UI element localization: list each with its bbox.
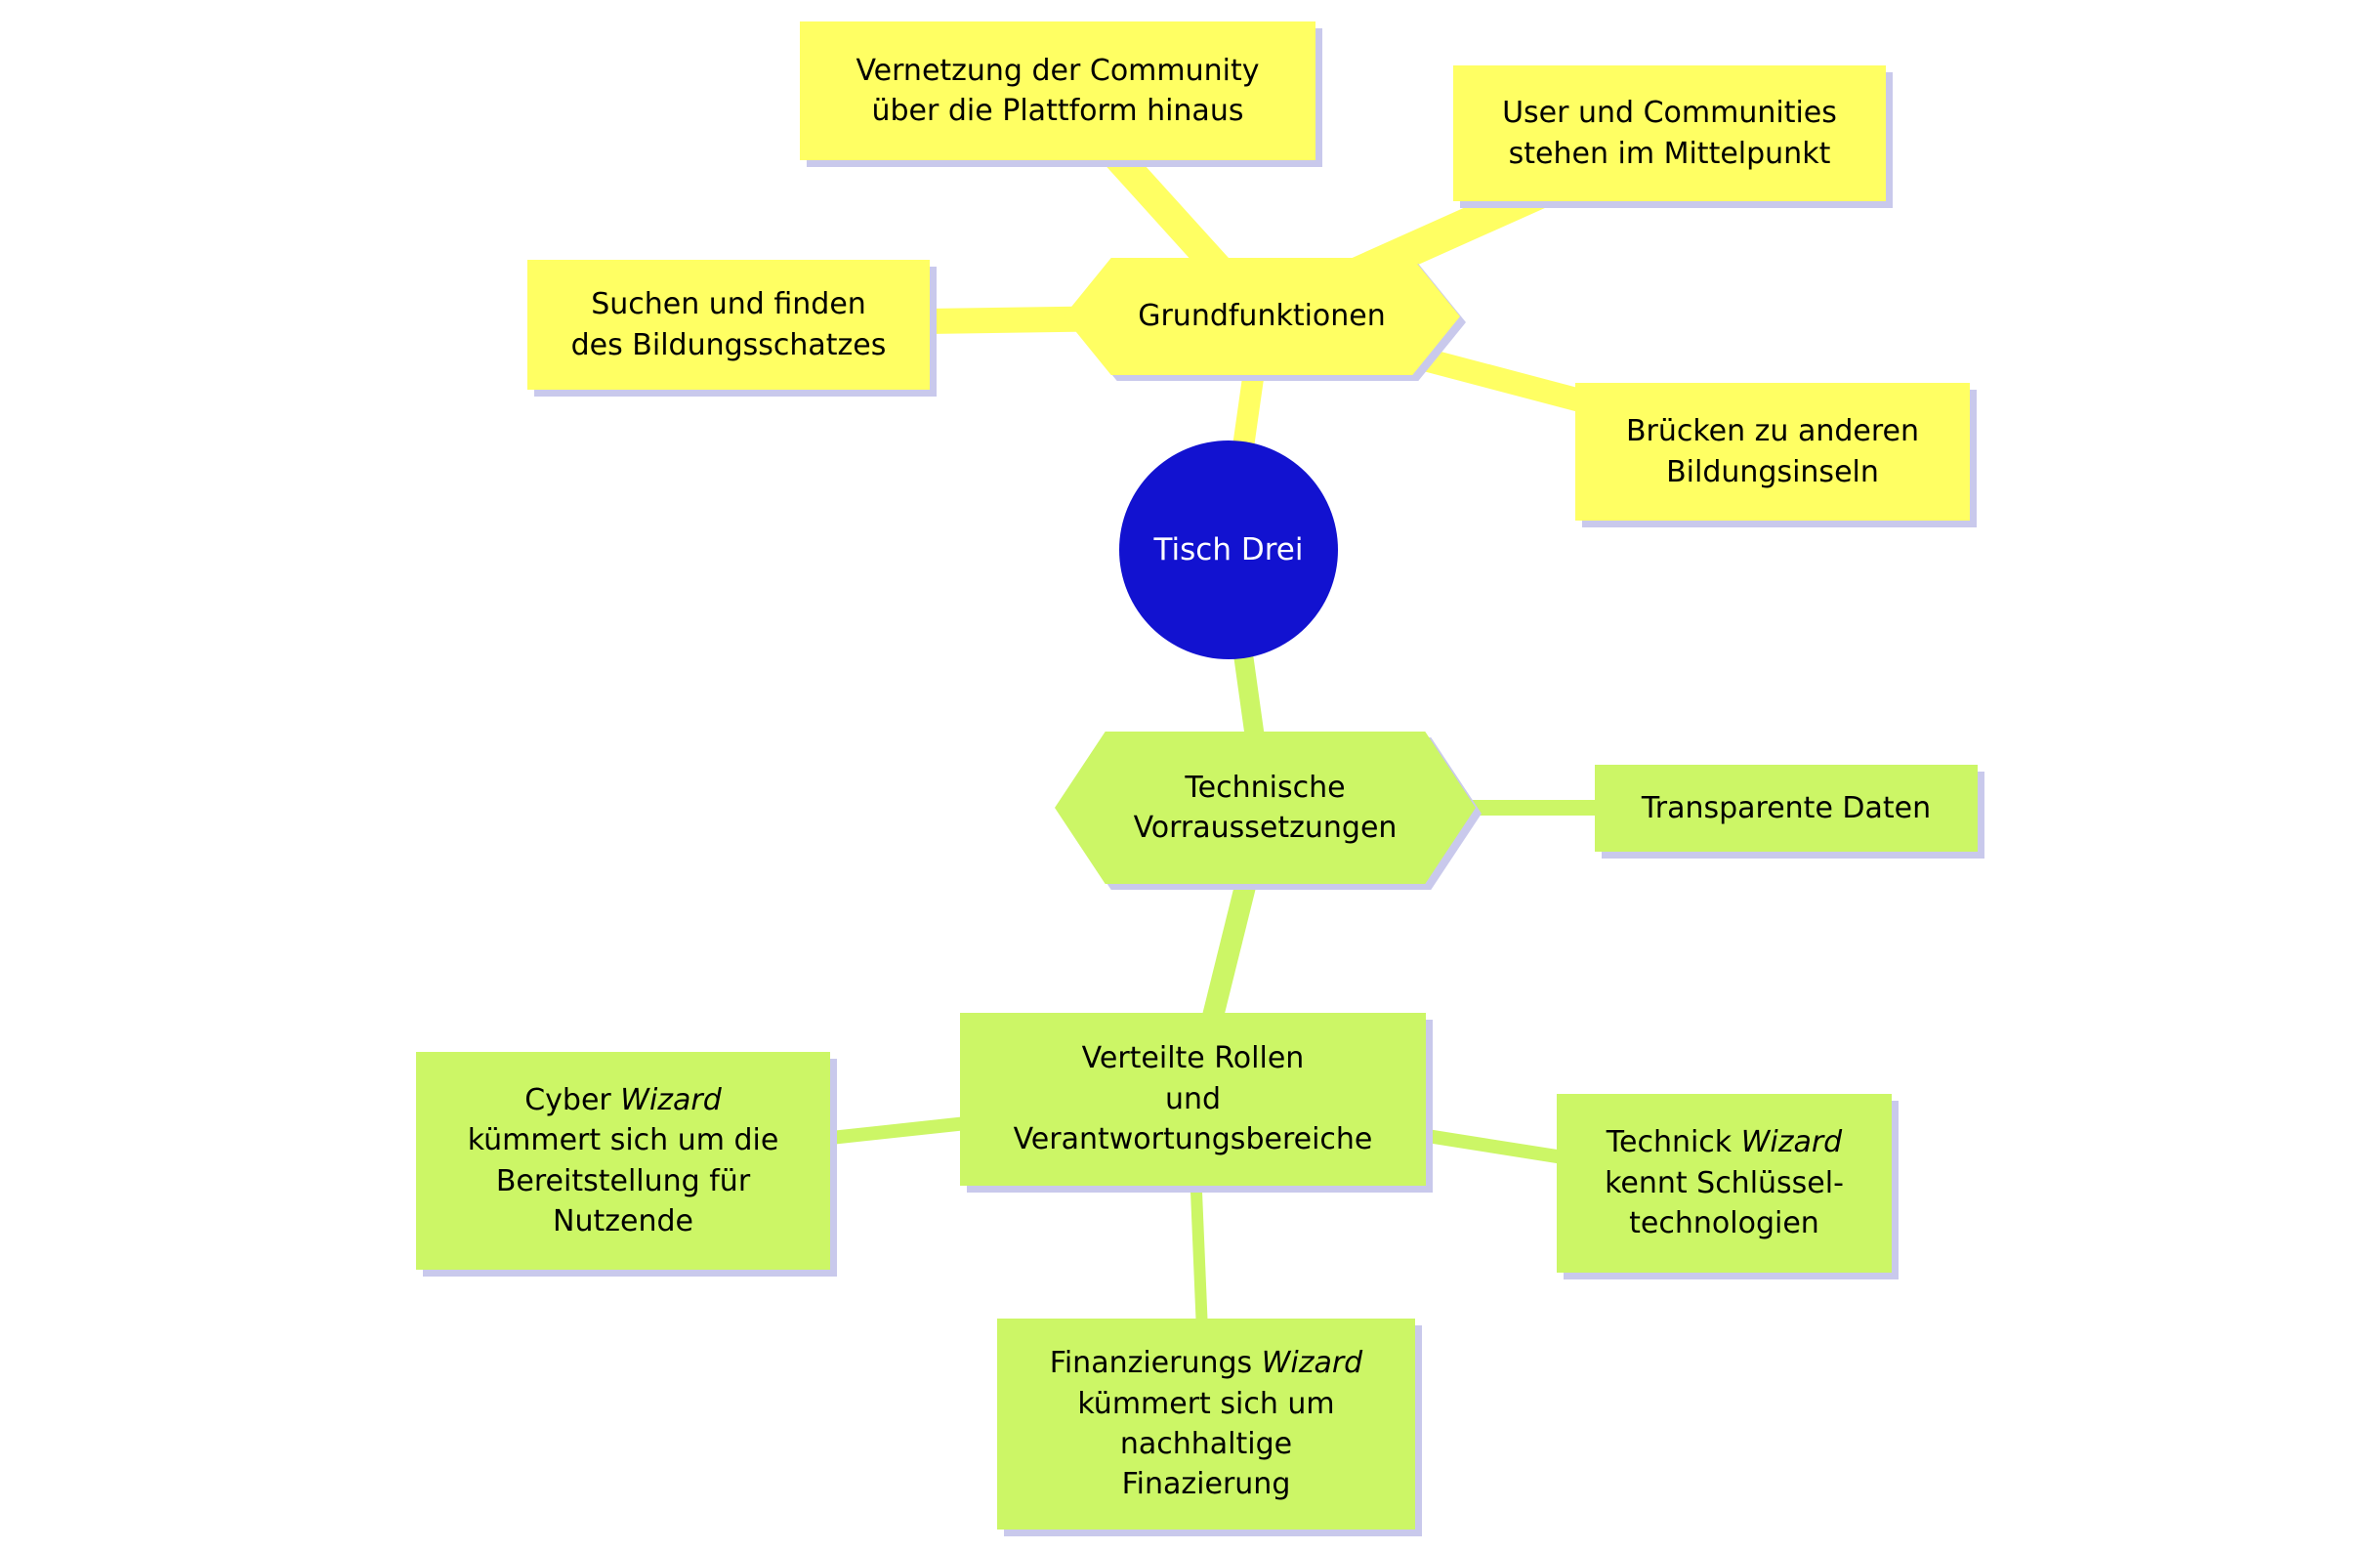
node-tisch-drei[interactable]: Tisch Drei	[1119, 440, 1338, 659]
node-grundfunktionen-label: Grundfunktionen	[1138, 299, 1386, 334]
node-transparente-daten[interactable]: Transparente Daten	[1595, 765, 1978, 852]
node-transparente-daten-label: Transparente Daten	[1641, 790, 1932, 825]
node-grundfunktionen-shape: Grundfunktionen	[1064, 258, 1460, 375]
node-grundfunktionen[interactable]: Grundfunktionen	[1064, 258, 1460, 375]
node-tisch-drei-label: Tisch Drei	[1153, 531, 1304, 567]
